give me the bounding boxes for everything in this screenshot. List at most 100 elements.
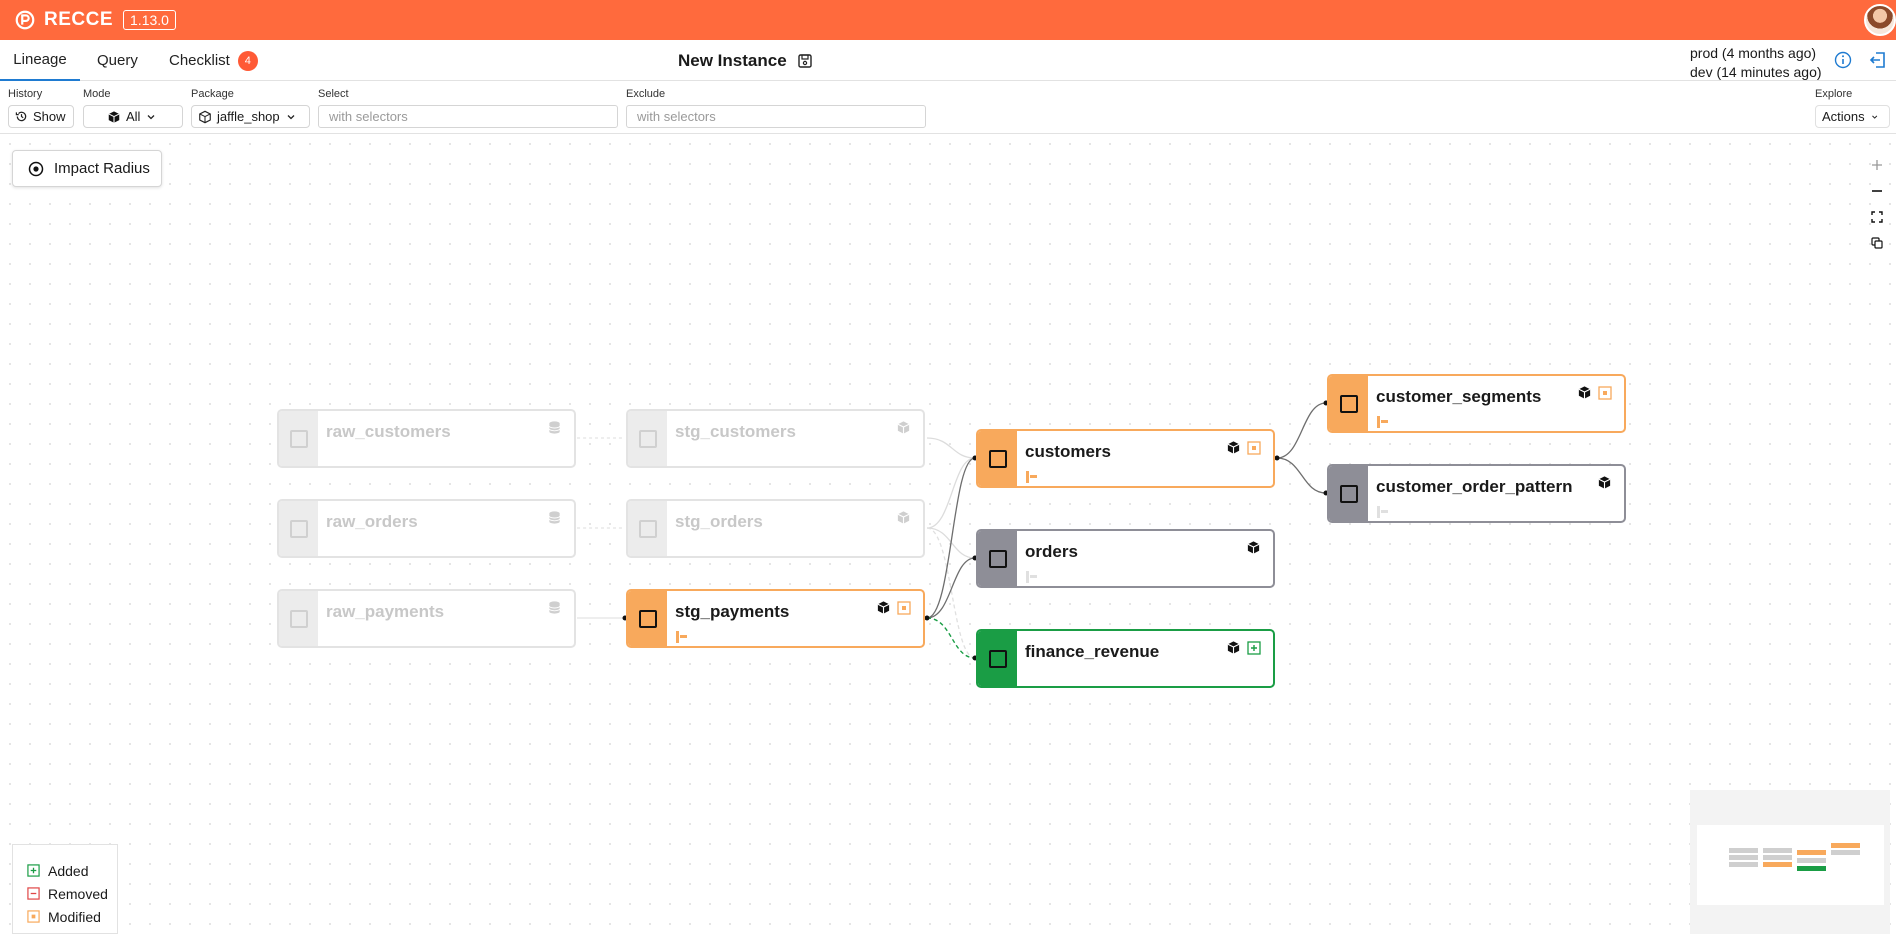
change-legend: Added Removed Modified (12, 844, 118, 934)
column-change-icon[interactable] (1025, 471, 1039, 483)
minimap-node-customer_segments (1831, 843, 1860, 848)
node-checkbox[interactable] (988, 649, 1007, 668)
cube-icon (1227, 641, 1240, 654)
node-finance_revenue[interactable]: finance_revenue (976, 629, 1275, 688)
user-avatar[interactable] (1864, 4, 1896, 36)
tab-checklist[interactable]: Checklist 4 (169, 40, 258, 81)
node-customers[interactable]: customers (976, 429, 1275, 488)
cube-icon (1578, 386, 1591, 399)
exclude-input[interactable] (626, 105, 926, 128)
node-checkbox[interactable] (289, 609, 308, 628)
node-stg_orders[interactable]: stg_orders (626, 499, 925, 558)
logout-icon[interactable] (1868, 50, 1888, 70)
mode-label: Mode (83, 88, 111, 100)
minus-icon (1872, 190, 1882, 192)
node-side (628, 501, 667, 556)
zoom-controls (1866, 152, 1888, 256)
node-raw_payments[interactable]: raw_payments (277, 589, 576, 648)
legend-modified: Modified (27, 905, 117, 928)
edge-stg_payments-orders (926, 557, 976, 619)
instance-title-text: New Instance (678, 50, 787, 70)
column-change-icon[interactable] (1025, 571, 1039, 583)
node-customer_segments[interactable]: customer_segments (1327, 374, 1626, 433)
environment-info[interactable]: prod (4 months ago) dev (14 minutes ago) (1690, 44, 1822, 82)
node-checkbox[interactable] (289, 519, 308, 538)
minimap[interactable] (1690, 790, 1890, 934)
history-label: History (8, 88, 43, 100)
node-side (628, 411, 667, 466)
info-icon[interactable] (1834, 51, 1852, 69)
history-icon (15, 111, 27, 122)
edge-customers-customer_order_pattern (1276, 457, 1327, 494)
node-raw_customers[interactable]: raw_customers (277, 409, 576, 468)
history-show-button[interactable]: Show (8, 105, 74, 128)
legend-removed-label: Removed (48, 885, 108, 902)
edge-stg_orders-orders (926, 527, 976, 559)
impact-radius-button[interactable]: Impact Radius (12, 150, 162, 187)
copy-image-button[interactable] (1866, 230, 1888, 256)
node-checkbox[interactable] (1339, 394, 1358, 413)
cube-icon (897, 421, 910, 434)
select-input[interactable] (318, 105, 618, 128)
column-change-icon[interactable] (1376, 506, 1390, 518)
database-icon (548, 601, 561, 614)
package-select[interactable]: jaffle_shop (191, 105, 310, 128)
modified-status-icon (1247, 440, 1261, 455)
top-bar: RECCE 1.13.0 (0, 0, 1896, 40)
legend-added-label: Added (48, 862, 89, 879)
node-orders[interactable]: orders (976, 529, 1275, 588)
lineage-edges (576, 400, 1329, 661)
actions-menu-button[interactable]: Actions (1815, 105, 1890, 128)
node-label: orders (1025, 542, 1078, 561)
node-label: customers (1025, 442, 1111, 461)
tab-query[interactable]: Query (97, 40, 138, 81)
database-icon (548, 421, 561, 434)
cube-icon (1227, 441, 1240, 454)
app-version: 1.13.0 (123, 10, 176, 30)
impact-radius-label: Impact Radius (54, 160, 150, 177)
modified-status-icon (897, 600, 911, 615)
added-status-icon (1247, 640, 1261, 655)
column-change-icon[interactable] (675, 631, 689, 643)
edge-stg_customers-customers (926, 437, 976, 459)
minimap-node-finance_revenue (1797, 866, 1826, 871)
fit-view-button[interactable] (1866, 204, 1888, 230)
node-label: raw_customers (326, 422, 451, 441)
edge-stg_orders-customers (926, 457, 976, 529)
database-icon (548, 511, 561, 524)
minimap-node-stg_customers (1763, 848, 1792, 853)
tab-lineage-label: Lineage (13, 51, 67, 68)
chevron-down-icon (1871, 115, 1877, 119)
plus-icon (1872, 160, 1882, 170)
edge-stg_payments-finance_revenue (926, 617, 976, 659)
node-checkbox[interactable] (988, 449, 1007, 468)
column-change-icon[interactable] (1376, 416, 1390, 428)
cube-icon (108, 110, 120, 123)
minimap-node-customers (1797, 850, 1826, 855)
tab-lineage[interactable]: Lineage (0, 40, 80, 81)
exclude-label: Exclude (626, 88, 666, 100)
node-checkbox[interactable] (638, 609, 657, 628)
zoom-in-button[interactable] (1866, 152, 1888, 178)
node-checkbox[interactable] (638, 429, 657, 448)
tab-query-label: Query (97, 52, 138, 69)
app-logo[interactable]: RECCE 1.13.0 (14, 9, 176, 31)
explore-label: Explore (1815, 88, 1853, 100)
node-customer_order_pattern[interactable]: customer_order_pattern (1327, 464, 1626, 523)
node-checkbox[interactable] (638, 519, 657, 538)
zoom-out-button[interactable] (1866, 178, 1888, 204)
node-side (279, 501, 318, 556)
node-checkbox[interactable] (988, 549, 1007, 568)
node-stg_customers[interactable]: stg_customers (626, 409, 925, 468)
node-checkbox[interactable] (1339, 484, 1358, 503)
save-instance-icon[interactable] (797, 53, 813, 69)
node-label: stg_orders (675, 512, 763, 531)
node-label: customer_order_pattern (1376, 477, 1573, 496)
mode-select[interactable]: All (83, 105, 183, 128)
minimap-node-orders (1797, 858, 1826, 863)
checklist-count-badge: 4 (237, 50, 258, 71)
lineage-canvas[interactable]: Impact Radius (0, 134, 1896, 934)
node-raw_orders[interactable]: raw_orders (277, 499, 576, 558)
node-checkbox[interactable] (289, 429, 308, 448)
node-stg_payments[interactable]: stg_payments (626, 589, 925, 648)
